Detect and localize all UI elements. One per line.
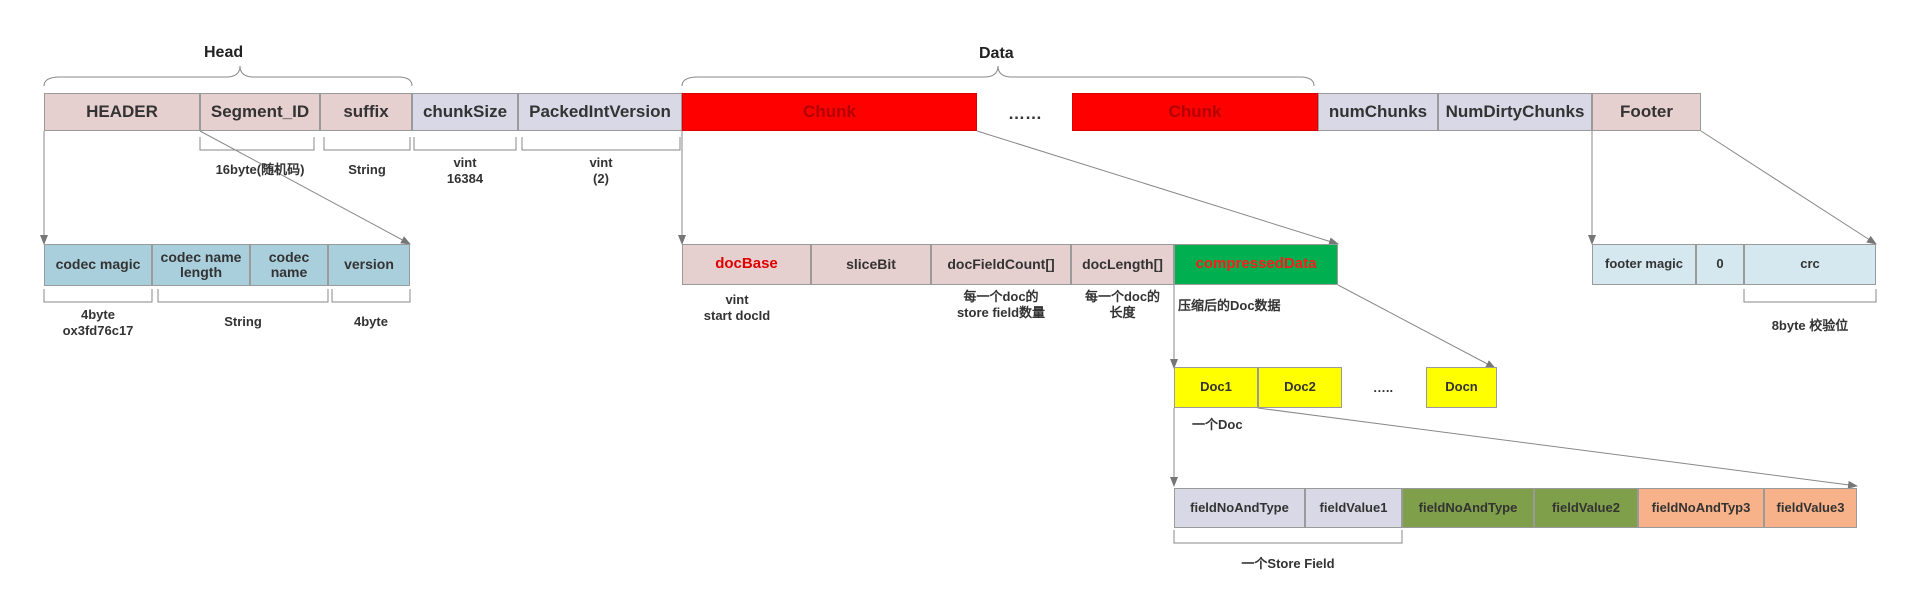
field-value1-box: fieldValue1	[1305, 488, 1402, 528]
doc-base-note-line1: vint	[725, 292, 749, 307]
arrow-footer-diag	[1700, 130, 1877, 245]
magic-note: 4byte ox3fd76c17	[44, 307, 152, 340]
chunk-size-box: chunkSize	[412, 93, 518, 131]
crc-box: crc	[1744, 244, 1876, 285]
magic-note-line2: ox3fd76c17	[62, 323, 134, 339]
string-bracket	[157, 289, 329, 303]
slice-bit-box: sliceBit	[811, 244, 931, 285]
field-value2-box: fieldValue2	[1534, 488, 1638, 528]
crc-bracket	[1743, 289, 1877, 303]
suffix-note: String	[348, 162, 386, 177]
data-brace	[681, 65, 1315, 87]
footer-zero-box: 0	[1696, 244, 1744, 285]
docs-ellipsis: …..	[1372, 380, 1394, 395]
field-count-note-line1: 每一个doc的	[963, 289, 1039, 304]
codec-name-box: codec name	[250, 244, 328, 286]
header-box: HEADER	[44, 93, 200, 131]
footer-box: Footer	[1592, 93, 1701, 131]
doc2-box: Doc2	[1258, 367, 1342, 408]
store-field-note: 一个Store Field	[1241, 556, 1335, 571]
num-dirty-chunks-box: NumDirtyChunks	[1438, 93, 1592, 131]
magic-note-line1: 4byte	[81, 307, 115, 322]
arrow-chunk-diag	[976, 130, 1339, 246]
head-title: Head	[204, 44, 244, 61]
field-count-note: 每一个doc的 store field数量	[931, 289, 1071, 322]
segment-bracket	[199, 137, 315, 151]
field-value3-box: fieldValue3	[1764, 488, 1857, 528]
codec-magic-box: codec magic	[44, 244, 152, 286]
doc-base-note-line2: start docId	[703, 308, 771, 324]
arrow-compressed-diag	[1337, 284, 1496, 369]
packed-int-version-box: PackedIntVersion	[518, 93, 682, 131]
arrow-segment-diag	[199, 130, 411, 245]
crc-note: 8byte 校验位	[1771, 318, 1849, 333]
codec-name-length-line2: length	[180, 264, 222, 280]
chunk-size-note-line1: vint	[453, 155, 477, 170]
compressed-data-box: compressedData	[1174, 244, 1338, 285]
field-no-type-box-3: fieldNoAndTyp3	[1638, 488, 1764, 528]
field-no-type-box-2: fieldNoAndType	[1402, 488, 1534, 528]
packed-note-line1: vint	[589, 155, 613, 170]
magic-bracket	[43, 289, 153, 303]
codec-name-line1: codec	[268, 248, 310, 265]
segment-id-box: Segment_ID	[200, 93, 320, 131]
suffix-bracket	[323, 137, 411, 151]
field-count-note-line2: store field数量	[956, 305, 1046, 321]
suffix-box: suffix	[320, 93, 412, 131]
version-note: 4byte	[354, 314, 388, 329]
doc-length-note-line1: 每一个doc的	[1084, 289, 1161, 304]
compressed-note: 压缩后的Doc数据	[1178, 298, 1281, 313]
doc1-box: Doc1	[1174, 367, 1258, 408]
packed-note: vint (2)	[522, 155, 680, 188]
doc-length-note-line2: 长度	[1109, 305, 1136, 321]
version-bracket	[331, 289, 411, 303]
doc-base-box: docBase	[682, 244, 811, 285]
doc-note: 一个Doc	[1192, 417, 1243, 432]
packed-bracket	[521, 137, 681, 151]
footer-magic-box: footer magic	[1592, 244, 1696, 285]
packed-note-line2: (2)	[593, 171, 609, 187]
chunk-size-note-line2: 16384	[446, 171, 484, 187]
arrow-doc-diag	[1257, 407, 1858, 489]
segment-id-note: 16byte(随机码)	[215, 162, 305, 177]
head-brace	[43, 65, 413, 87]
chunksize-bracket	[413, 137, 517, 151]
chunk-size-note: vint 16384	[414, 155, 516, 188]
version-box: version	[328, 244, 410, 286]
codec-name-length-line1: codec name	[160, 248, 242, 265]
num-chunks-box: numChunks	[1318, 93, 1438, 131]
docn-box: Docn	[1426, 367, 1497, 408]
chunk-box-1: Chunk	[682, 93, 977, 131]
codec-name-line2: name	[270, 264, 308, 280]
doc-length-box: docLength[]	[1071, 244, 1174, 285]
string-note: String	[224, 314, 262, 329]
doc-length-note: 每一个doc的 长度	[1071, 289, 1174, 322]
chunk-ellipsis: ……	[1008, 104, 1042, 123]
doc-base-note: vint start docId	[682, 292, 792, 325]
codec-name-length-box: codec name length	[152, 244, 250, 286]
chunk-box-2: Chunk	[1072, 93, 1318, 131]
field-no-type-box-1: fieldNoAndType	[1174, 488, 1305, 528]
data-title: Data	[979, 45, 1014, 62]
field-bracket	[1173, 530, 1403, 544]
doc-field-count-box: docFieldCount[]	[931, 244, 1071, 285]
